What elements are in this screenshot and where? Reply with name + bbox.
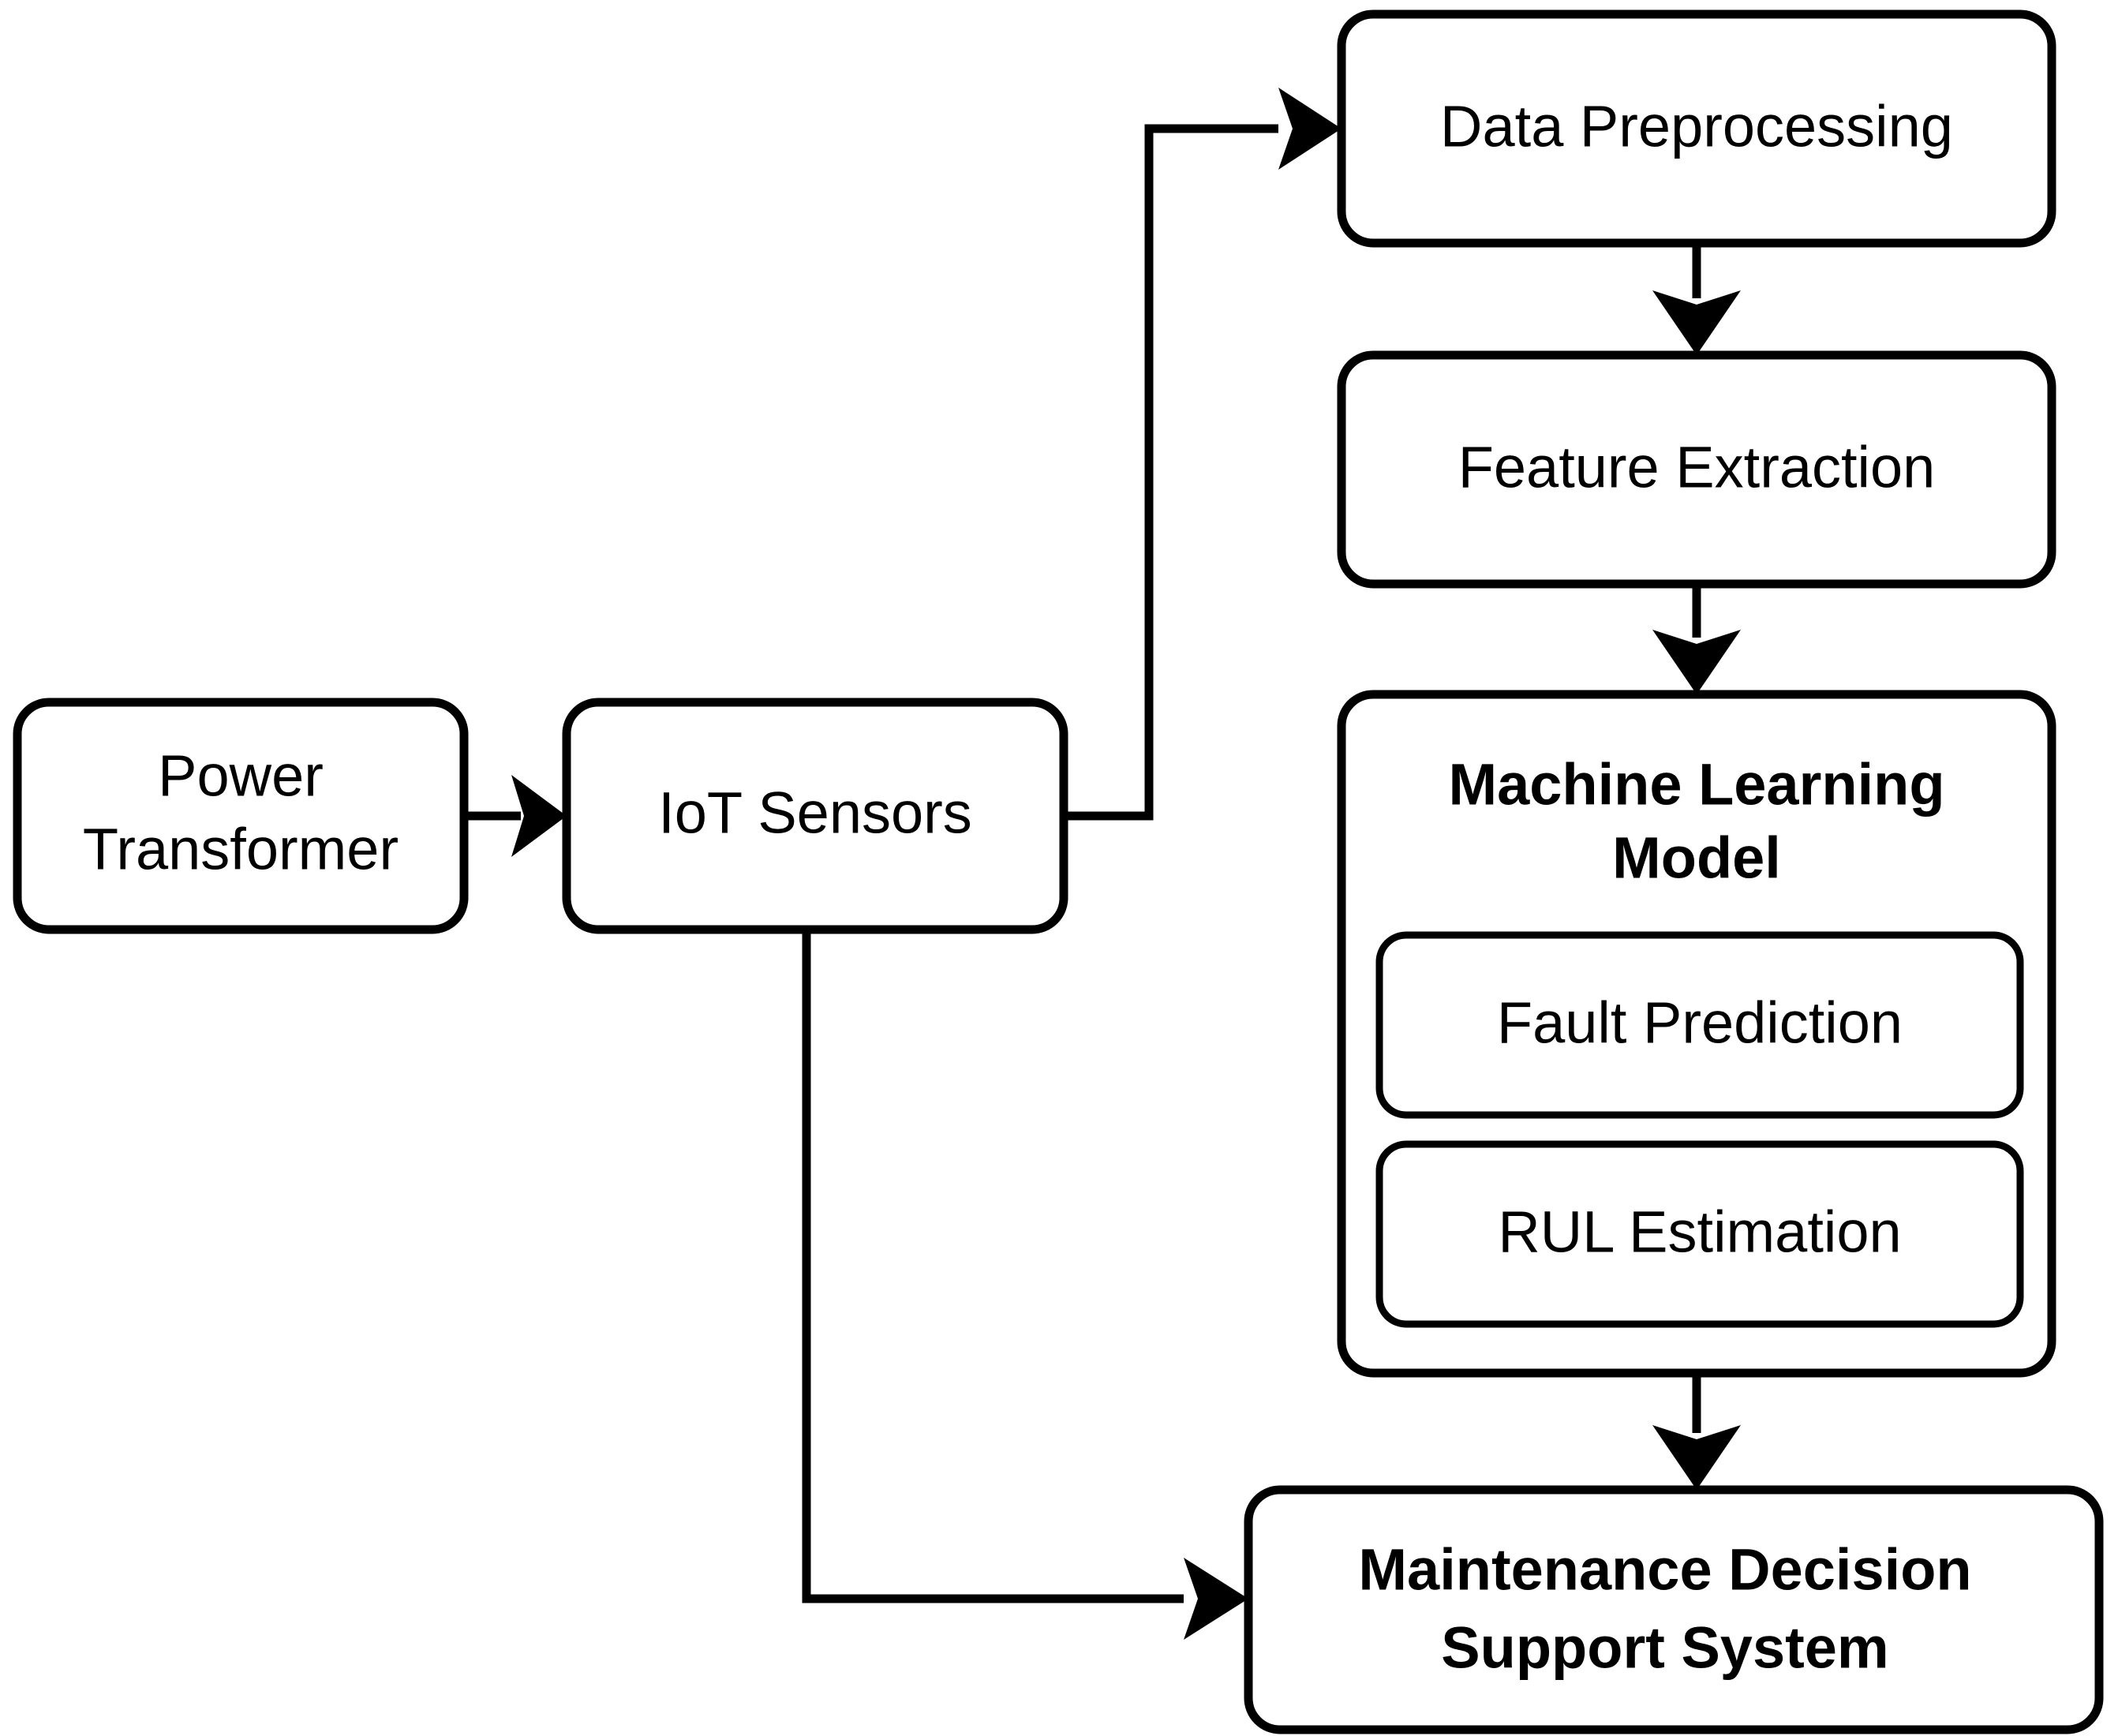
node-feature-extraction[interactable]: Feature Extraction [1337, 350, 2056, 589]
arrow-head-icon [1652, 1425, 1741, 1490]
node-fault-prediction-box[interactable] [1375, 931, 2024, 1119]
node-power-transformer[interactable]: Power Transformer [13, 698, 469, 934]
connector-power-transformer-to-iot-sensors [464, 775, 567, 857]
node-data-preprocessing[interactable]: Data Preprocessing [1337, 9, 2056, 248]
arrow-head-icon [1652, 630, 1741, 694]
node-feature-extraction-label: Feature Extraction [1458, 435, 1936, 500]
node-machine-learning-model-label-line1: Machine Learning [1448, 752, 1944, 817]
connector-feature-extraction-to-machine-learning-model [1652, 584, 1741, 694]
connector-iot-sensors-to-data-preprocessing [1064, 88, 1342, 821]
node-rul-estimation-label: RUL Estimation [1498, 1199, 1901, 1265]
node-fault-prediction[interactable]: Fault Prediction [1375, 931, 2024, 1119]
node-maintenance-decision-support-system-box[interactable] [1244, 1485, 2104, 1734]
node-iot-sensors-box[interactable] [562, 698, 1068, 934]
node-power-transformer-box[interactable] [13, 698, 469, 934]
connector-machine-learning-model-to-maintenance-decision-support-system [1652, 1373, 1741, 1490]
node-machine-learning-model-label-line2: Model [1612, 825, 1781, 891]
node-power-transformer-label-line2: Transformer [83, 817, 399, 882]
node-power-transformer-label-line1: Power [158, 743, 324, 809]
node-iot-sensors[interactable]: IoT Sensors [562, 698, 1068, 934]
node-maintenance-decision-support-system-label-line2: Support System [1441, 1615, 1888, 1681]
connector-line [1064, 124, 1278, 821]
connector-iot-sensors-to-maintenance-decision-support-system [802, 930, 1248, 1640]
arrow-head-icon [1184, 1558, 1248, 1640]
arrow-head-icon [1652, 290, 1741, 355]
node-rul-estimation[interactable]: RUL Estimation [1375, 1140, 2024, 1328]
node-feature-extraction-box[interactable] [1337, 350, 2056, 589]
connector-data-preprocessing-to-feature-extraction [1652, 243, 1741, 355]
node-data-preprocessing-box[interactable] [1337, 9, 2056, 248]
node-rul-estimation-box[interactable] [1375, 1140, 2024, 1328]
arrow-head-icon [1278, 88, 1342, 170]
node-data-preprocessing-label: Data Preprocessing [1440, 94, 1953, 159]
node-iot-sensors-label: IoT Sensors [658, 780, 972, 846]
node-fault-prediction-label: Fault Prediction [1497, 990, 1903, 1056]
node-machine-learning-model[interactable]: Machine Learning Model Fault Prediction … [1337, 690, 2056, 1378]
connector-line [802, 930, 1184, 1603]
node-maintenance-decision-support-system-label-line1: Maintenance Decision [1358, 1537, 1971, 1603]
node-maintenance-decision-support-system[interactable]: Maintenance Decision Support System [1244, 1485, 2104, 1734]
arrow-head-icon [511, 775, 567, 857]
